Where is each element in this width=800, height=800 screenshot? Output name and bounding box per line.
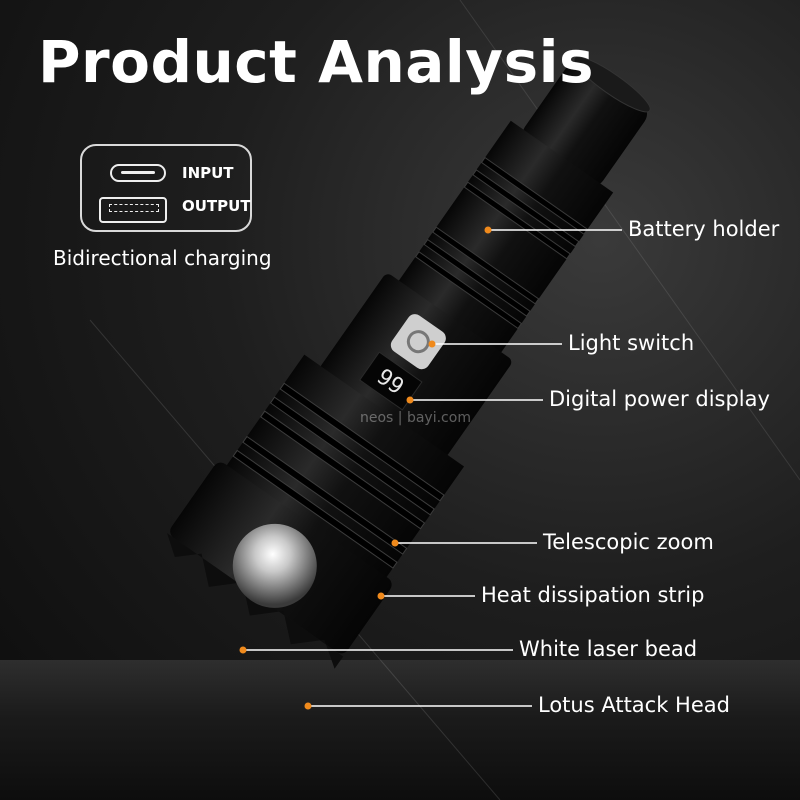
watermark: neos | bayi.com [360,410,471,426]
light-streak [459,0,800,481]
leader-dot-digital-power-display [406,396,414,404]
page-title: Product Analysis [38,28,594,96]
charging-caption: Bidirectional charging [53,246,272,270]
leader-dot-lotus-attack-head [304,702,312,710]
callout-battery-holder: Battery holder [628,217,780,241]
usb-c-port-icon [110,164,166,182]
callout-heat-dissipation-strip: Heat dissipation strip [481,583,705,607]
callout-telescopic-zoom: Telescopic zoom [543,530,714,554]
output-label: OUTPUT [182,197,251,215]
callout-digital-power-display: Digital power display [549,387,770,411]
leader-dot-white-laser-bead [239,646,247,654]
callout-white-laser-bead: White laser bead [519,637,698,661]
charging-port-panel: INPUT OUTPUT [80,144,252,232]
leader-dot-battery-holder [484,226,492,234]
floor-surface [0,660,800,800]
flashlight-body: 99 [167,56,651,669]
usb-a-port-icon [99,197,167,223]
leader-dot-light-switch [428,340,436,348]
input-label: INPUT [182,164,234,182]
light-switch-button [390,314,446,370]
callout-light-switch: Light switch [568,331,695,355]
leader-dot-heat-dissipation-strip [377,592,385,600]
callout-lotus-attack-head: Lotus Attack Head [538,693,730,717]
lens [232,523,317,608]
leader-dot-telescopic-zoom [391,539,399,547]
